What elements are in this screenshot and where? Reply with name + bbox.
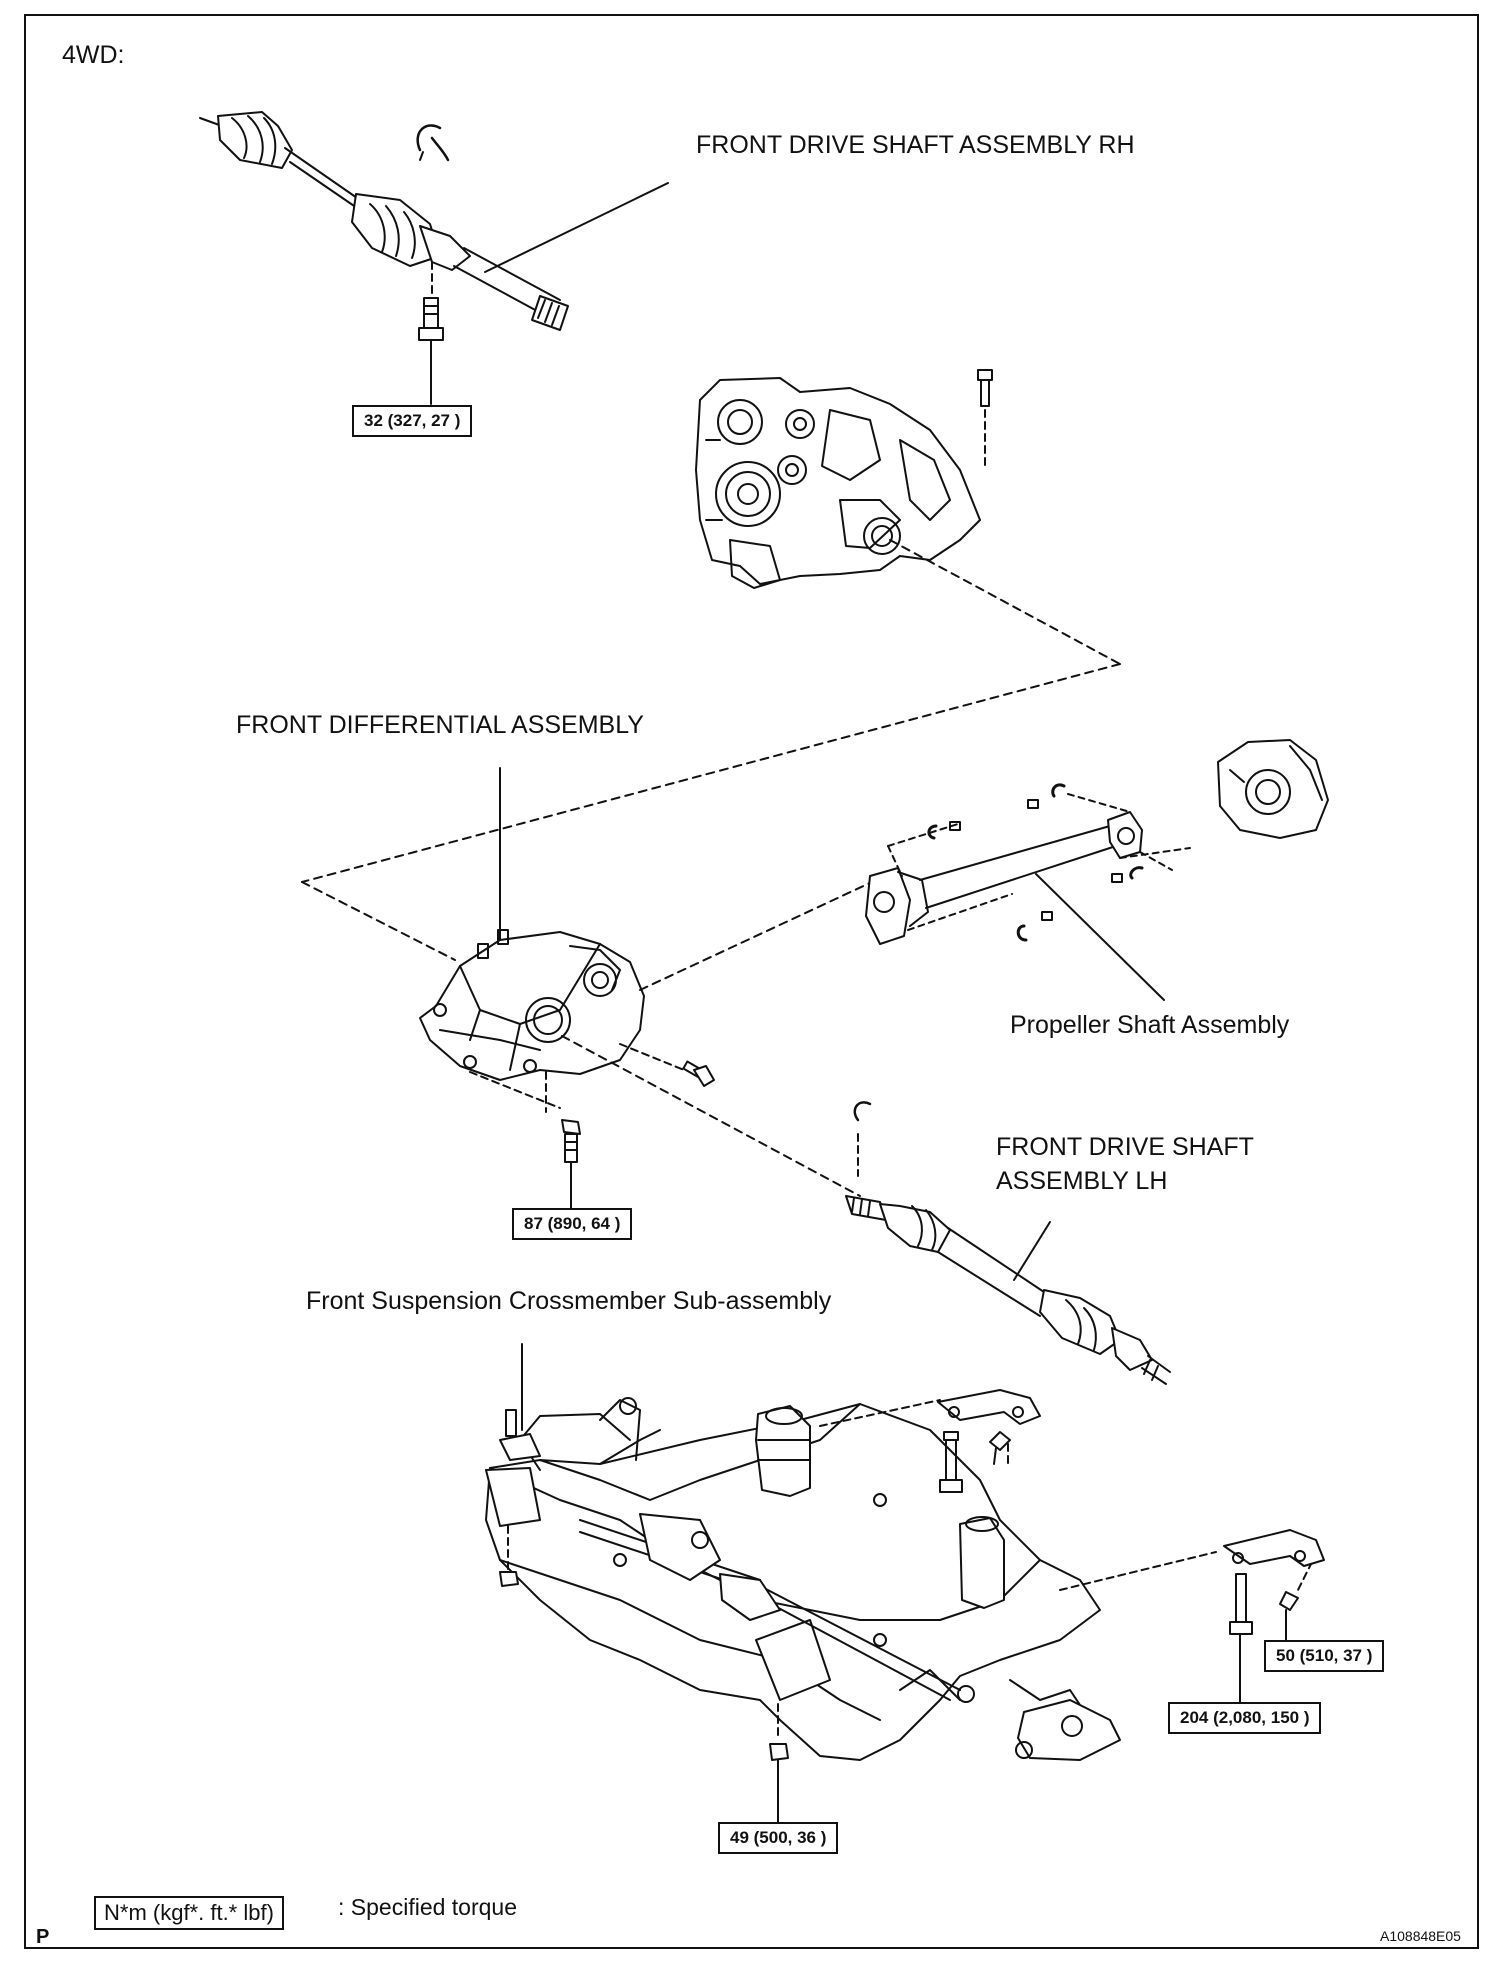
label-front-drive-shaft-lh-line2: ASSEMBLY LH bbox=[996, 1167, 1168, 1195]
torque-bracket-bolt: 50 (510, 37 ) bbox=[1264, 1640, 1385, 1672]
alignment-dashed-lines bbox=[301, 539, 1121, 961]
variant-heading: 4WD: bbox=[62, 41, 125, 69]
page-mark: P bbox=[36, 1926, 50, 1948]
label-front-differential: FRONT DIFFERENTIAL ASSEMBLY bbox=[236, 711, 644, 739]
front-drive-shaft-lh bbox=[845, 1101, 1171, 1385]
diagram-frame bbox=[24, 14, 1479, 1949]
legend-description: : Specified torque bbox=[338, 1894, 518, 1920]
label-crossmember: Front Suspension Crossmember Sub-assembl… bbox=[306, 1287, 832, 1315]
legend-unit-box: N*m (kgf*. ft.* lbf) bbox=[94, 1896, 284, 1930]
label-front-drive-shaft-rh: FRONT DRIVE SHAFT ASSEMBLY RH bbox=[696, 131, 1135, 159]
transfer-case bbox=[1217, 739, 1329, 839]
upper-bracket bbox=[937, 1389, 1041, 1493]
torque-crossmember-mount-bolt: 204 (2,080, 150 ) bbox=[1168, 1702, 1322, 1734]
front-differential bbox=[419, 929, 645, 1081]
figure-id: A108848E05 bbox=[1380, 1928, 1461, 1944]
engine-block bbox=[695, 369, 993, 589]
differential-bolt bbox=[561, 1119, 581, 1209]
lower-bracket bbox=[1223, 1529, 1325, 1703]
label-propeller-shaft: Propeller Shaft Assembly bbox=[1010, 1011, 1290, 1039]
front-drive-shaft-rh bbox=[199, 111, 669, 405]
propeller-shaft bbox=[865, 783, 1191, 1001]
differential-side-bolt bbox=[682, 1060, 715, 1087]
torque-differential-bolt: 87 (890, 64 ) bbox=[512, 1208, 633, 1240]
front-suspension-crossmember bbox=[485, 1397, 1121, 1761]
label-front-drive-shaft-lh-line1: FRONT DRIVE SHAFT bbox=[996, 1133, 1254, 1161]
crossmember-rear-bolt bbox=[769, 1743, 789, 1823]
torque-crossmember-rear-bolt: 49 (500, 36 ) bbox=[718, 1822, 839, 1854]
torque-drive-shaft-rh-bolt: 32 (327, 27 ) bbox=[352, 405, 473, 437]
